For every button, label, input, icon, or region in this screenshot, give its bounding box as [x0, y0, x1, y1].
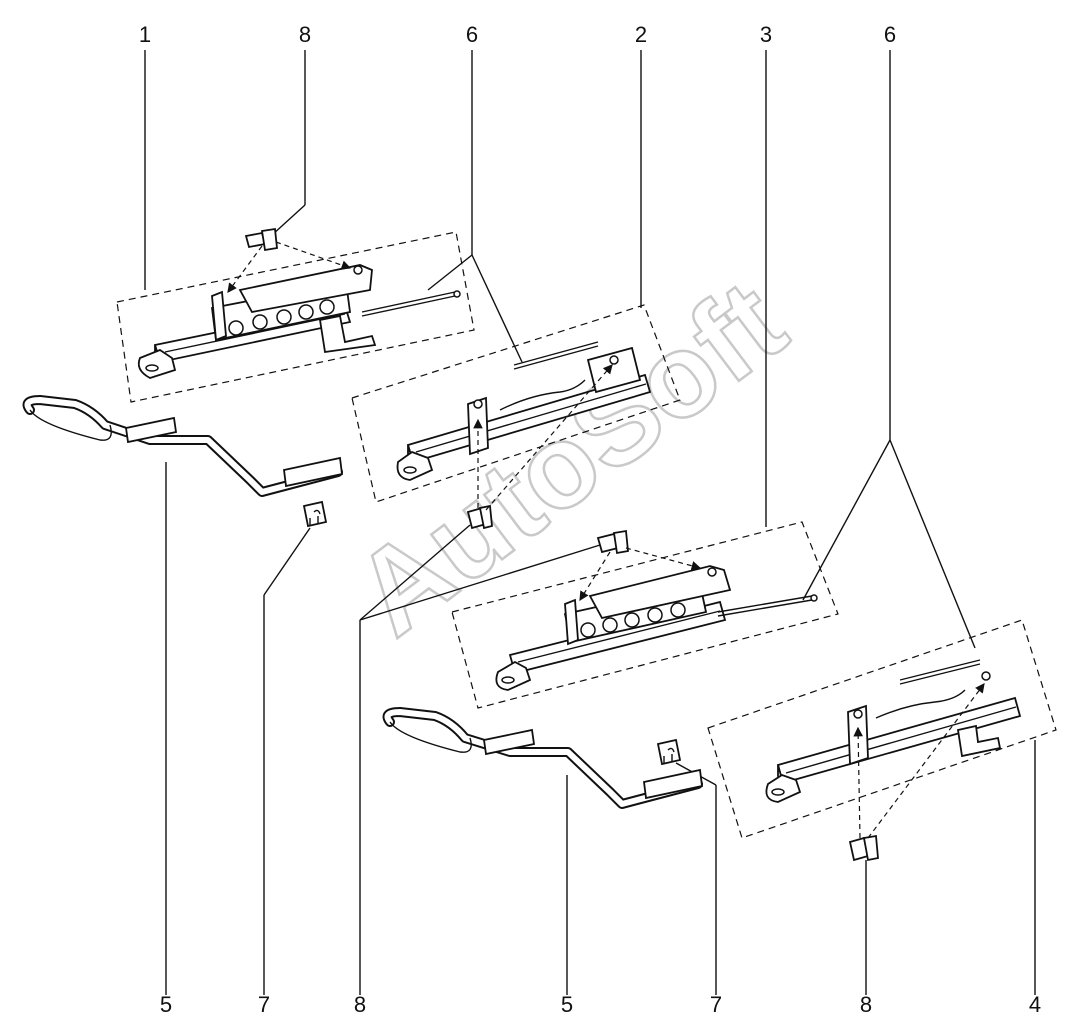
seat-rail-assembly-1 [116, 227, 475, 403]
callout-6-top-right: 6 [884, 22, 896, 47]
callout-2: 2 [635, 22, 647, 47]
leader-lines [144, 50, 1036, 995]
seat-rail-assembly-4 [707, 619, 1057, 862]
callout-7-right: 7 [710, 992, 722, 1017]
callout-1: 1 [139, 22, 151, 47]
seat-rail-assembly-3 [451, 521, 839, 709]
clip-left [302, 500, 328, 528]
clip-right [656, 738, 682, 766]
callout-5-right: 5 [561, 992, 573, 1017]
callout-8-bottom-left: 8 [354, 992, 366, 1017]
callout-8-top: 8 [299, 22, 311, 47]
cross-tube-right [382, 707, 703, 809]
cross-tube-left [22, 395, 343, 497]
callout-6-top-left: 6 [466, 22, 478, 47]
callout-4: 4 [1029, 992, 1041, 1017]
callout-8-bottom-right: 8 [860, 992, 872, 1017]
callout-7-left: 7 [258, 992, 270, 1017]
seat-rail-assembly-2 [351, 304, 681, 530]
callout-3: 3 [760, 22, 772, 47]
callout-5-left: 5 [160, 992, 172, 1017]
